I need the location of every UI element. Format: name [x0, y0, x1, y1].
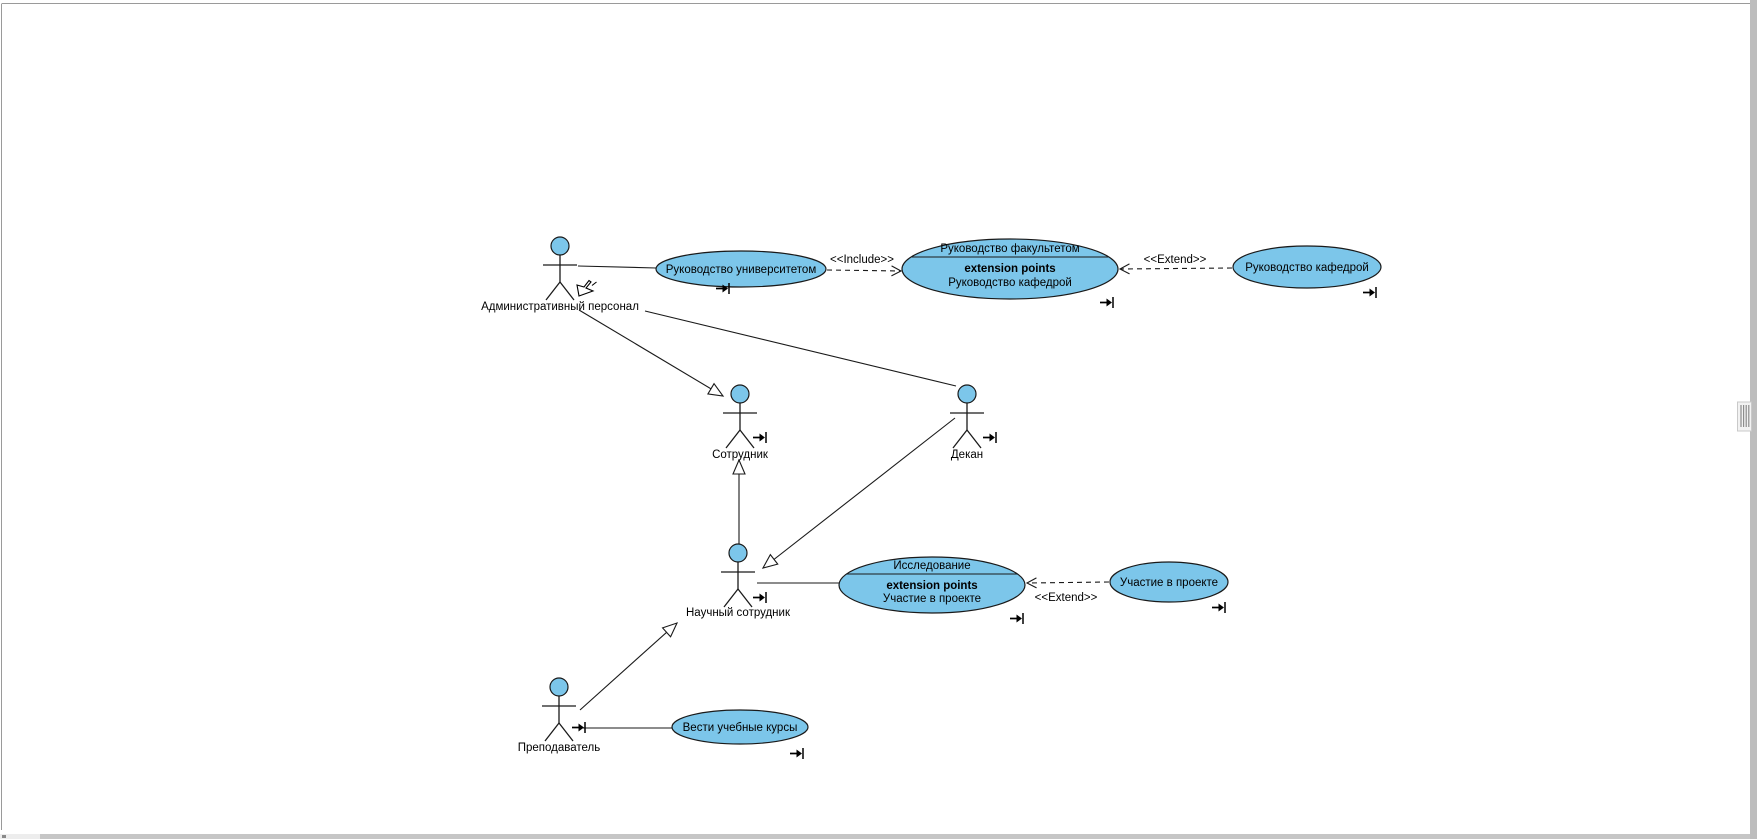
- actor-leg-left: [544, 722, 560, 742]
- generalization-teacher-to-researcher[interactable]: [579, 622, 679, 711]
- actor-leg-right: [737, 588, 753, 608]
- actor-head: [549, 677, 569, 697]
- horizontal-scrollbar-thumb[interactable]: [40, 834, 1750, 839]
- use-case-label: Вести учебные курсы: [683, 722, 798, 734]
- use-case-manage-department[interactable]: Руководство кафедрой: [1232, 245, 1382, 289]
- extension-points-header: extension points: [886, 580, 977, 592]
- use-case-ellipse: [838, 556, 1026, 614]
- actor-label: Декан: [951, 449, 983, 461]
- association-admin-dean[interactable]: [644, 310, 957, 387]
- resource-jump-icon[interactable]: [1009, 612, 1024, 625]
- actor-admin-staff[interactable]: Административный персонал: [481, 236, 639, 313]
- resource-jump-icon[interactable]: [752, 431, 767, 444]
- use-case-ellipse: [671, 709, 809, 745]
- actor-leg-left: [725, 429, 741, 449]
- extend-arrow-project[interactable]: [1025, 577, 1110, 589]
- actor-leg-left: [723, 588, 739, 608]
- splitter-grip-lines: [1740, 405, 1750, 427]
- use-case-research[interactable]: Исследование extension points Участие в …: [838, 556, 1026, 614]
- include-arrow[interactable]: [826, 265, 903, 277]
- resource-jump-icon[interactable]: [571, 721, 586, 734]
- resource-jump-icon[interactable]: [1362, 286, 1377, 299]
- resource-jump-icon[interactable]: [1211, 601, 1226, 614]
- use-case-ellipse: [1232, 245, 1382, 289]
- actor-leg-right: [558, 722, 574, 742]
- include-label: <<Include>>: [830, 254, 894, 266]
- actor-head: [957, 384, 977, 404]
- actor-label: Научный сотрудник: [686, 607, 791, 619]
- mouse-cursor-icon: [576, 279, 597, 297]
- extension-point-item: Руководство кафедрой: [948, 277, 1072, 289]
- use-case-label: Руководство факультетом: [940, 243, 1079, 255]
- use-case-ellipse: [655, 250, 827, 288]
- scrollbar-left-nub: [2, 835, 6, 838]
- actor-head: [730, 384, 750, 404]
- actor-dean[interactable]: Декан: [950, 384, 984, 461]
- actor-leg-left: [952, 429, 968, 449]
- use-case-label: Исследование: [893, 560, 970, 572]
- extend-arrow-department[interactable]: [1118, 263, 1233, 275]
- actor-employee[interactable]: Сотрудник: [712, 384, 769, 461]
- use-case-manage-university[interactable]: Руководство университетом: [655, 250, 827, 288]
- extend-label-department: <<Extend>>: [1144, 254, 1207, 266]
- use-case-project-participation[interactable]: Участие в проекте: [1109, 561, 1229, 603]
- actor-label: Сотрудник: [712, 449, 769, 461]
- use-case-ellipse: [1109, 561, 1229, 603]
- actor-teacher[interactable]: Преподаватель: [518, 677, 601, 754]
- resource-jump-icon[interactable]: [1099, 296, 1114, 309]
- extension-points-header: extension points: [964, 263, 1055, 275]
- right-panel-strip: [1750, 0, 1757, 839]
- association-admin-university[interactable]: [577, 265, 657, 269]
- use-case-label: Руководство кафедрой: [1245, 262, 1369, 274]
- resource-jump-icon[interactable]: [789, 747, 804, 760]
- extension-point-item: Участие в проекте: [883, 593, 981, 605]
- use-case-manage-faculty[interactable]: Руководство факультетом extension points…: [901, 238, 1119, 300]
- actor-leg-right: [739, 429, 755, 449]
- generalization-admin-to-employee[interactable]: [578, 309, 725, 397]
- actor-head: [728, 543, 748, 563]
- actor-leg-right: [966, 429, 982, 449]
- actor-leg-right: [559, 281, 575, 301]
- use-case-ellipse: [901, 238, 1119, 300]
- actor-head: [550, 236, 570, 256]
- actor-label: Преподаватель: [518, 742, 601, 754]
- resource-jump-icon[interactable]: [982, 431, 997, 444]
- actor-leg-left: [545, 281, 561, 301]
- resource-jump-icon[interactable]: [752, 591, 767, 604]
- generalization-dean-to-researcher[interactable]: [761, 417, 956, 569]
- use-case-label: Участие в проекте: [1120, 577, 1218, 589]
- extend-label-project: <<Extend>>: [1035, 592, 1098, 604]
- actor-researcher[interactable]: Научный сотрудник: [686, 543, 791, 619]
- actor-label: Административный персонал: [481, 301, 639, 313]
- use-case-teach-courses[interactable]: Вести учебные курсы: [671, 709, 809, 745]
- use-case-label: Руководство университетом: [666, 264, 817, 276]
